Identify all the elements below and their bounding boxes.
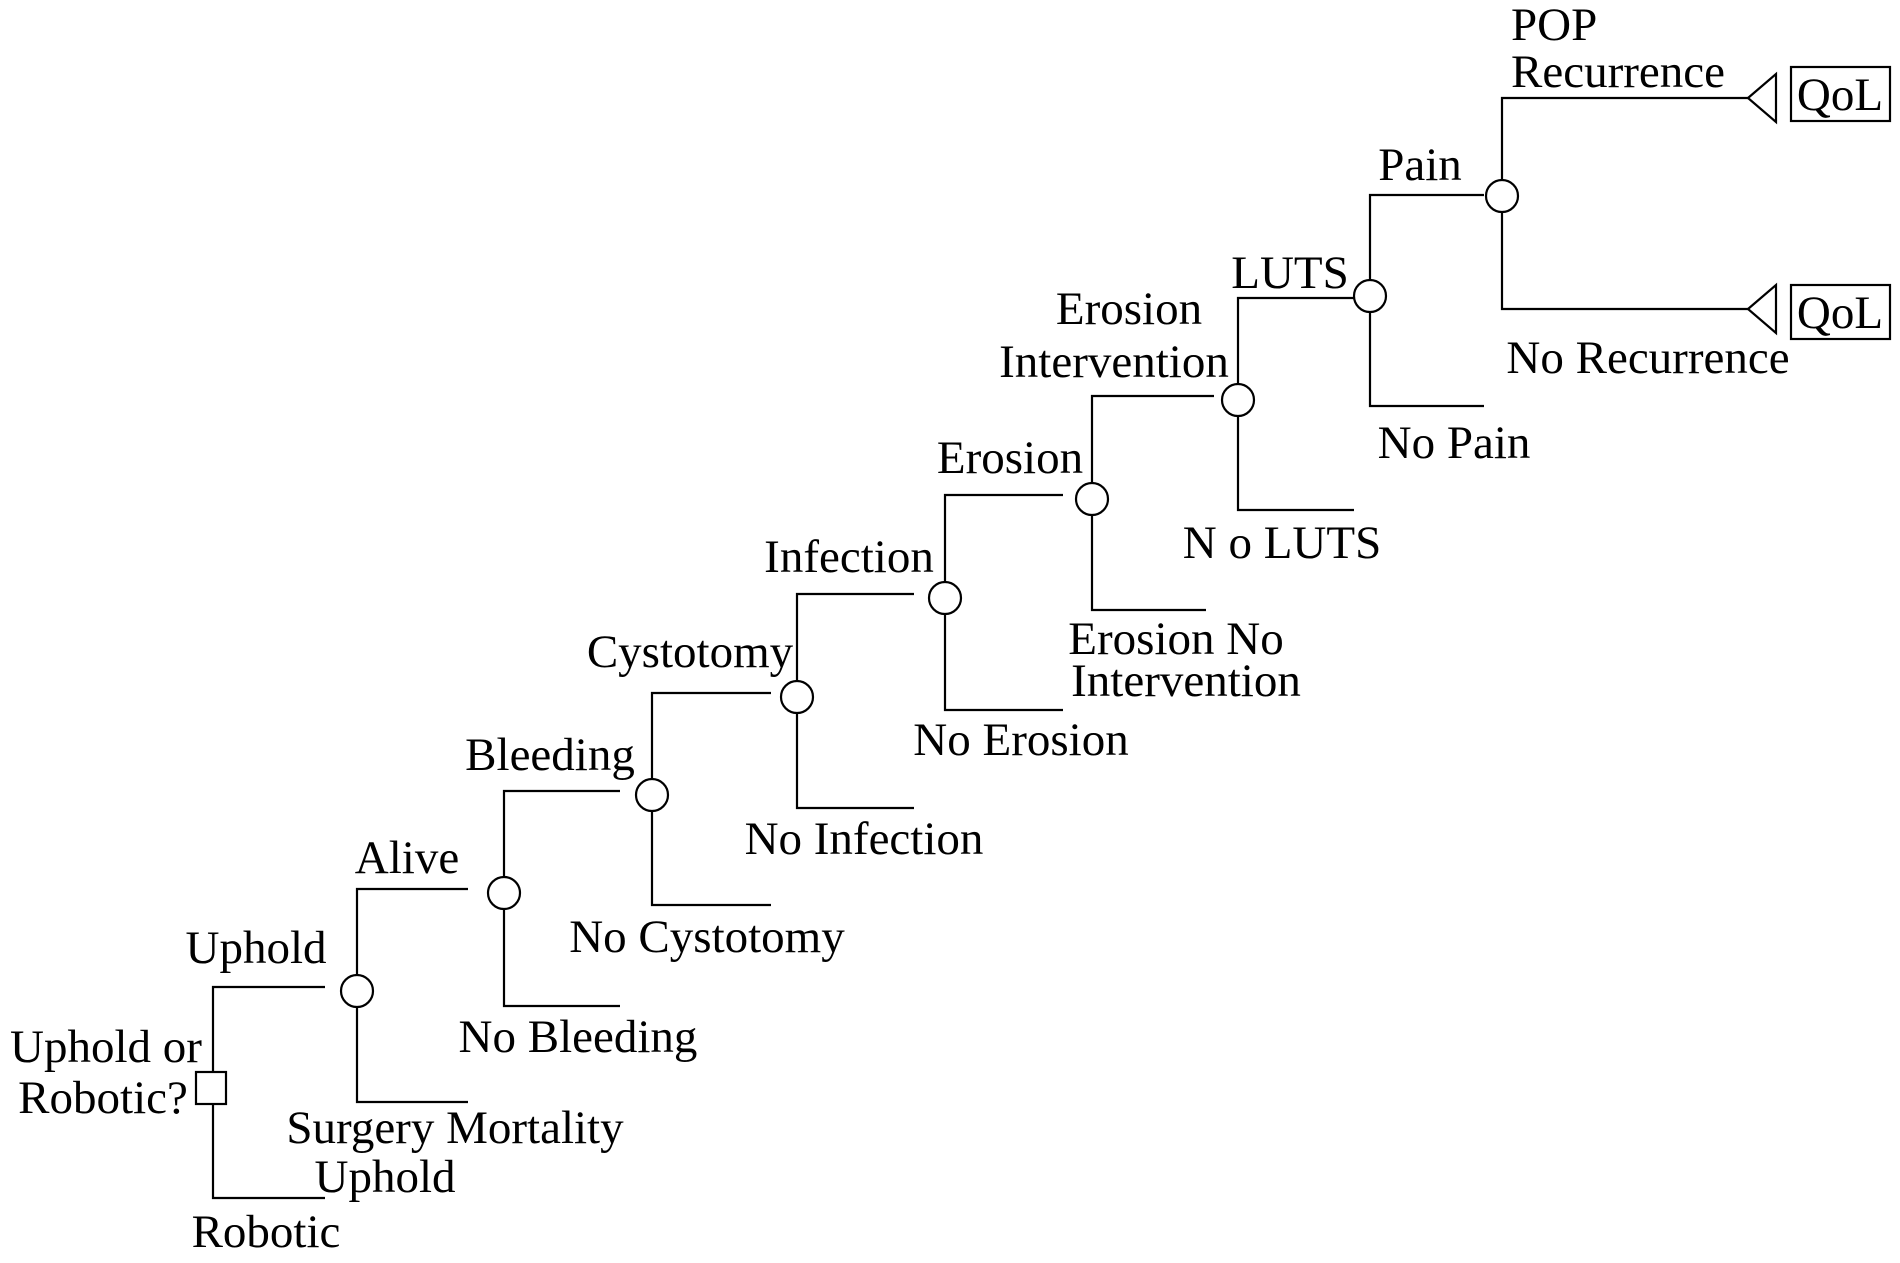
circle-chance-icon[interactable] [1484, 178, 1520, 214]
label-no-erosion: No Erosion [913, 714, 1128, 766]
label-no-bleeding: No Bleeding [459, 1011, 698, 1063]
label-luts: LUTS [1231, 247, 1349, 299]
label-uphold: Uphold [186, 922, 327, 974]
label-pain: Pain [1378, 139, 1462, 191]
branch-labels: Uphold or Robotic? Uphold Robotic Alive … [10, 0, 1790, 1258]
connector-luts [1236, 296, 1354, 384]
connector-no-recurrence [1500, 212, 1748, 311]
label-erosion-no-intervention-line2: Intervention [1071, 655, 1301, 707]
circle-chance-icon[interactable] [339, 973, 375, 1009]
connector-bleeding [502, 789, 620, 877]
payoff-box-no-recurrence [1789, 283, 1892, 341]
label-erosion-no-intervention-line1: Erosion No [1068, 613, 1283, 665]
label-bleeding: Bleeding [465, 729, 635, 781]
triangle-terminal-icon[interactable] [1746, 282, 1778, 336]
label-no-pain: No Pain [1378, 417, 1531, 469]
circle-chance-icon[interactable] [779, 679, 815, 715]
connector-no-bleeding [502, 909, 620, 1008]
label-no-luts: N o LUTS [1183, 517, 1381, 569]
circle-chance-icon[interactable] [1074, 481, 1110, 517]
connector-no-infection [795, 713, 914, 810]
connector-no-luts [1236, 416, 1354, 512]
label-pop-recurrence-line2: Recurrence [1511, 46, 1725, 98]
connector-surgery-mortality [355, 1007, 468, 1104]
connector-alive [355, 887, 468, 975]
label-surgery-mortality-line1: Surgery Mortality [286, 1102, 624, 1154]
circle-chance-icon[interactable] [486, 875, 522, 911]
label-no-infection: No Infection [745, 813, 984, 865]
connector-erosion-intervention [1090, 394, 1214, 483]
circle-chance-icon[interactable] [634, 777, 670, 813]
connector-erosion-no-intervention [1090, 515, 1206, 612]
label-no-recurrence: No Recurrence [1506, 332, 1789, 384]
label-erosion-intervention-line2: Intervention [999, 336, 1229, 388]
label-robotic: Robotic [192, 1206, 341, 1258]
label-pop-recurrence-line1: POP [1511, 0, 1597, 51]
label-no-cystotomy: No Cystotomy [569, 911, 845, 963]
payoff-label-recurrence: QoL [1797, 69, 1883, 121]
connector-no-cystotomy [650, 811, 771, 907]
circle-chance-icon[interactable] [1220, 382, 1256, 418]
label-alive: Alive [355, 832, 459, 884]
connector-infection [795, 592, 914, 681]
circle-chance-icon[interactable] [927, 580, 963, 616]
connector-robotic [211, 1104, 325, 1200]
connector-erosion [943, 493, 1063, 582]
decision-label-line2: Robotic? [18, 1072, 188, 1124]
square-decision-icon[interactable] [194, 1070, 228, 1106]
payoff-box-recurrence [1789, 65, 1892, 123]
chance-nodes [339, 178, 1520, 1009]
label-cystotomy: Cystotomy [587, 626, 794, 678]
label-erosion: Erosion [937, 432, 1083, 484]
connector-pain [1368, 193, 1484, 280]
connector-no-erosion [943, 614, 1063, 712]
connector-cystotomy [650, 691, 771, 779]
label-erosion-intervention-line1: Erosion [1056, 283, 1202, 335]
tree-connectors [211, 96, 1748, 1200]
payoff-label-no-recurrence: QoL [1797, 287, 1883, 339]
connector-uphold [211, 985, 325, 1072]
label-surgery-mortality-line2: Uphold [315, 1151, 456, 1203]
triangle-terminal-icon[interactable] [1746, 71, 1778, 125]
decision-label-line1: Uphold or [10, 1021, 202, 1073]
connector-pop-recurrence [1500, 96, 1748, 180]
connector-no-pain [1368, 312, 1484, 408]
label-infection: Infection [764, 531, 934, 583]
circle-chance-icon[interactable] [1352, 278, 1388, 314]
